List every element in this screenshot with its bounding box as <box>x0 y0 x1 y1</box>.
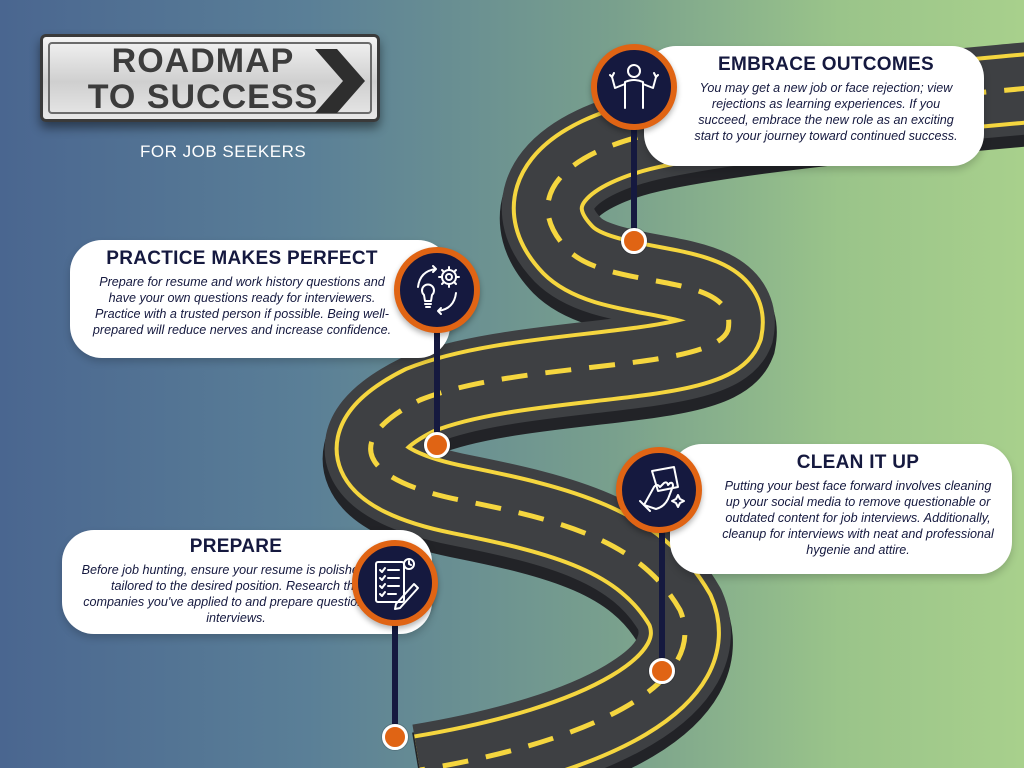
step-description: You may get a new job or face rejection;… <box>694 81 958 143</box>
step-title: PREPARE <box>189 536 283 557</box>
step-title: PRACTICE MAKES PERFECT <box>106 248 378 269</box>
step-connector <box>631 120 637 234</box>
hand-wiping-icon <box>639 466 685 512</box>
step-connector <box>434 330 440 440</box>
step-badge <box>616 447 702 533</box>
title-sign: ROADMAP TO SUCCESS <box>40 34 380 122</box>
step-card-practice-makes-perfect: PRACTICE MAKES PERFECT Prepare for resum… <box>70 240 450 358</box>
chevron-right-icon <box>315 49 365 113</box>
step-card-clean-it-up: CLEAN IT UP Putting your best face forwa… <box>670 444 1012 574</box>
step-description: Putting your best face forward involves … <box>722 479 994 557</box>
step-badge <box>352 540 438 626</box>
step-card-embrace-outcomes: EMBRACE OUTCOMES You may get a new job o… <box>644 46 984 166</box>
subtitle: FOR JOB SEEKERS <box>140 142 307 161</box>
road-marker-dot <box>382 724 408 750</box>
step-badge <box>591 44 677 130</box>
road-marker-dot <box>649 658 675 684</box>
road-marker-dot <box>621 228 647 254</box>
checklist-pencil-icon <box>375 558 419 610</box>
road-marker-dot <box>424 432 450 458</box>
step-description: Before job hunting, ensure your resume i… <box>81 563 391 625</box>
sign-title: ROADMAP TO SUCCESS <box>83 43 323 115</box>
step-connector <box>659 530 665 660</box>
step-title: EMBRACE OUTCOMES <box>718 54 934 75</box>
step-connector <box>392 620 398 724</box>
step-title: CLEAN IT UP <box>796 452 920 473</box>
lightbulb-gear-cycle-icon <box>417 265 460 315</box>
step-badge <box>394 247 480 333</box>
sign-title-line2: TO SUCCESS <box>87 78 319 116</box>
sign-title-line1: ROADMAP <box>111 42 295 80</box>
step-description: Prepare for resume and work history ques… <box>92 275 392 337</box>
person-shrug-icon <box>609 64 659 109</box>
